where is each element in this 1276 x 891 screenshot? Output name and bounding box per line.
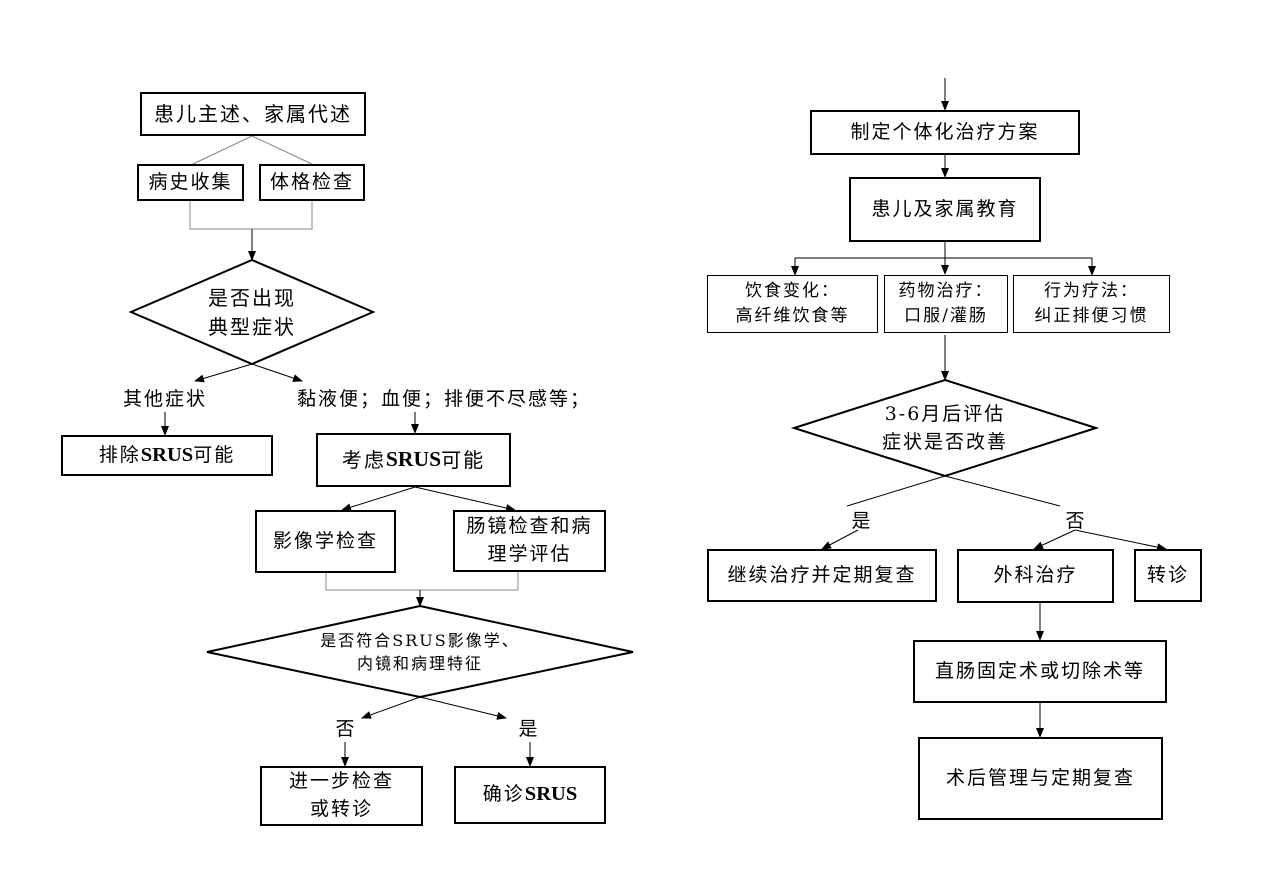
node-imaging-text: 影像学检查 [272, 529, 378, 552]
node-behavior: 行为疗法： 纠正排便习惯 [1013, 275, 1170, 333]
node-exam: 体格检查 [259, 164, 365, 201]
node-history: 病史收集 [137, 164, 244, 201]
node-exam-text: 体格检查 [269, 170, 354, 193]
node-further-text: 进一步检查 或转诊 [288, 770, 394, 820]
node-procedure: 直肠固定术或切除术等 [913, 640, 1167, 703]
label-other-symptoms-text: 其他症状 [122, 388, 207, 411]
node-diet: 饮食变化： 高纤维饮食等 [707, 275, 878, 333]
decision-eval-text: 3-6月后评估 症状是否改善 [881, 403, 1008, 453]
label-left-no: 否 [332, 716, 360, 744]
arrow-to-left-yes [419, 696, 507, 720]
label-typical-symptoms: 黏液便；血便；排便不尽感等； [285, 386, 603, 414]
label-right-yes: 是 [848, 508, 876, 536]
node-imaging: 影像学检查 [255, 510, 396, 573]
line-merge-history-exam [189, 201, 313, 230]
line-branch-diet-behavior [794, 257, 1093, 274]
node-drug-text: 药物治疗： 口服/灌肠 [898, 281, 994, 326]
node-continue-text: 继续治疗并定期复查 [727, 563, 917, 586]
label-right-no-text: 否 [1065, 510, 1087, 533]
node-consider-abbr: SRUS [385, 447, 442, 472]
decision-typical-text: 是否出现 典型症状 [208, 286, 296, 339]
label-right-yes-text: 是 [851, 510, 873, 533]
node-diet-text: 饮食变化： 高纤维饮食等 [735, 281, 850, 326]
node-further-exam: 进一步检查 或转诊 [260, 766, 423, 826]
label-left-no-text: 否 [335, 718, 357, 741]
node-exclude-suffix: 可能 [193, 443, 236, 466]
decision-3-6-month-eval [790, 378, 1100, 478]
node-complaint: 患儿主述、家属代述 [140, 92, 366, 136]
node-endoscopy: 肠镜检查和病 理学评估 [453, 510, 606, 572]
arrow-to-continue [821, 529, 859, 550]
arrow-to-typical-symptoms [251, 363, 303, 382]
node-referral-text: 转诊 [1146, 563, 1189, 586]
label-typical-symptoms-text: 黏液便；血便；排便不尽感等； [296, 388, 591, 411]
node-exclude-abbr: SRUS [140, 443, 194, 466]
node-referral: 转诊 [1134, 549, 1202, 602]
line-complaint-to-exam [251, 135, 313, 165]
node-drug: 药物治疗： 口服/灌肠 [884, 275, 1008, 333]
node-postop: 术后管理与定期复查 [918, 737, 1163, 820]
node-surgery-text: 外科治疗 [993, 564, 1078, 587]
decision-typical-label: 是否出现 典型症状 [160, 282, 344, 344]
line-eval-to-no [944, 475, 1061, 507]
arrow-to-left-no [361, 696, 421, 719]
decision-srus-features [206, 604, 634, 699]
node-exclude-prefix: 排除 [98, 443, 141, 466]
node-diagnose-prefix: 确诊 [482, 783, 525, 806]
node-continue-treatment: 继续治疗并定期复查 [707, 549, 937, 602]
node-plan-text: 制定个体化治疗方案 [850, 120, 1040, 143]
label-right-no: 否 [1062, 508, 1090, 536]
label-other-symptoms: 其他症状 [100, 386, 230, 414]
node-education-text: 患儿及家属教育 [871, 197, 1019, 220]
label-left-yes: 是 [515, 716, 543, 744]
line-consider-to-imaging [341, 486, 416, 512]
decision-features-label: 是否符合SRUS影像学、 内镜和病理特征 [282, 622, 558, 682]
arrow-to-surgery [1033, 529, 1076, 550]
node-history-text: 病史收集 [148, 170, 233, 193]
node-complaint-text: 患儿主述、家属代述 [154, 101, 352, 126]
line-consider-to-endoscopy [414, 486, 516, 512]
line-eval-to-yes [846, 475, 946, 507]
node-surgery: 外科治疗 [957, 549, 1114, 603]
node-consider-suffix: 可能 [441, 447, 486, 472]
line-complaint-to-history [192, 135, 253, 165]
node-diagnose-abbr: SRUS [524, 783, 578, 806]
node-treatment-plan: 制定个体化治疗方案 [810, 110, 1080, 155]
node-consider-prefix: 考虑 [341, 447, 386, 472]
node-behavior-text: 行为疗法： 纠正排便习惯 [1034, 281, 1149, 326]
decision-eval-label: 3-6月后评估 症状是否改善 [838, 398, 1052, 460]
decision-features-text: 是否符合SRUS影像学、 内镜和病理特征 [320, 630, 520, 673]
line-merge-imaging-endoscopy [325, 572, 519, 591]
arrow-to-referral [1074, 529, 1167, 552]
node-endoscopy-text: 肠镜检查和病 理学评估 [466, 515, 593, 565]
node-procedure-text: 直肠固定术或切除术等 [934, 659, 1145, 682]
node-education: 患儿及家属教育 [849, 177, 1041, 242]
arrow-to-other-symptoms [194, 363, 253, 383]
label-left-yes-text: 是 [518, 718, 540, 741]
decision-typical-symptoms [128, 258, 376, 366]
node-postop-text: 术后管理与定期复查 [945, 766, 1135, 789]
